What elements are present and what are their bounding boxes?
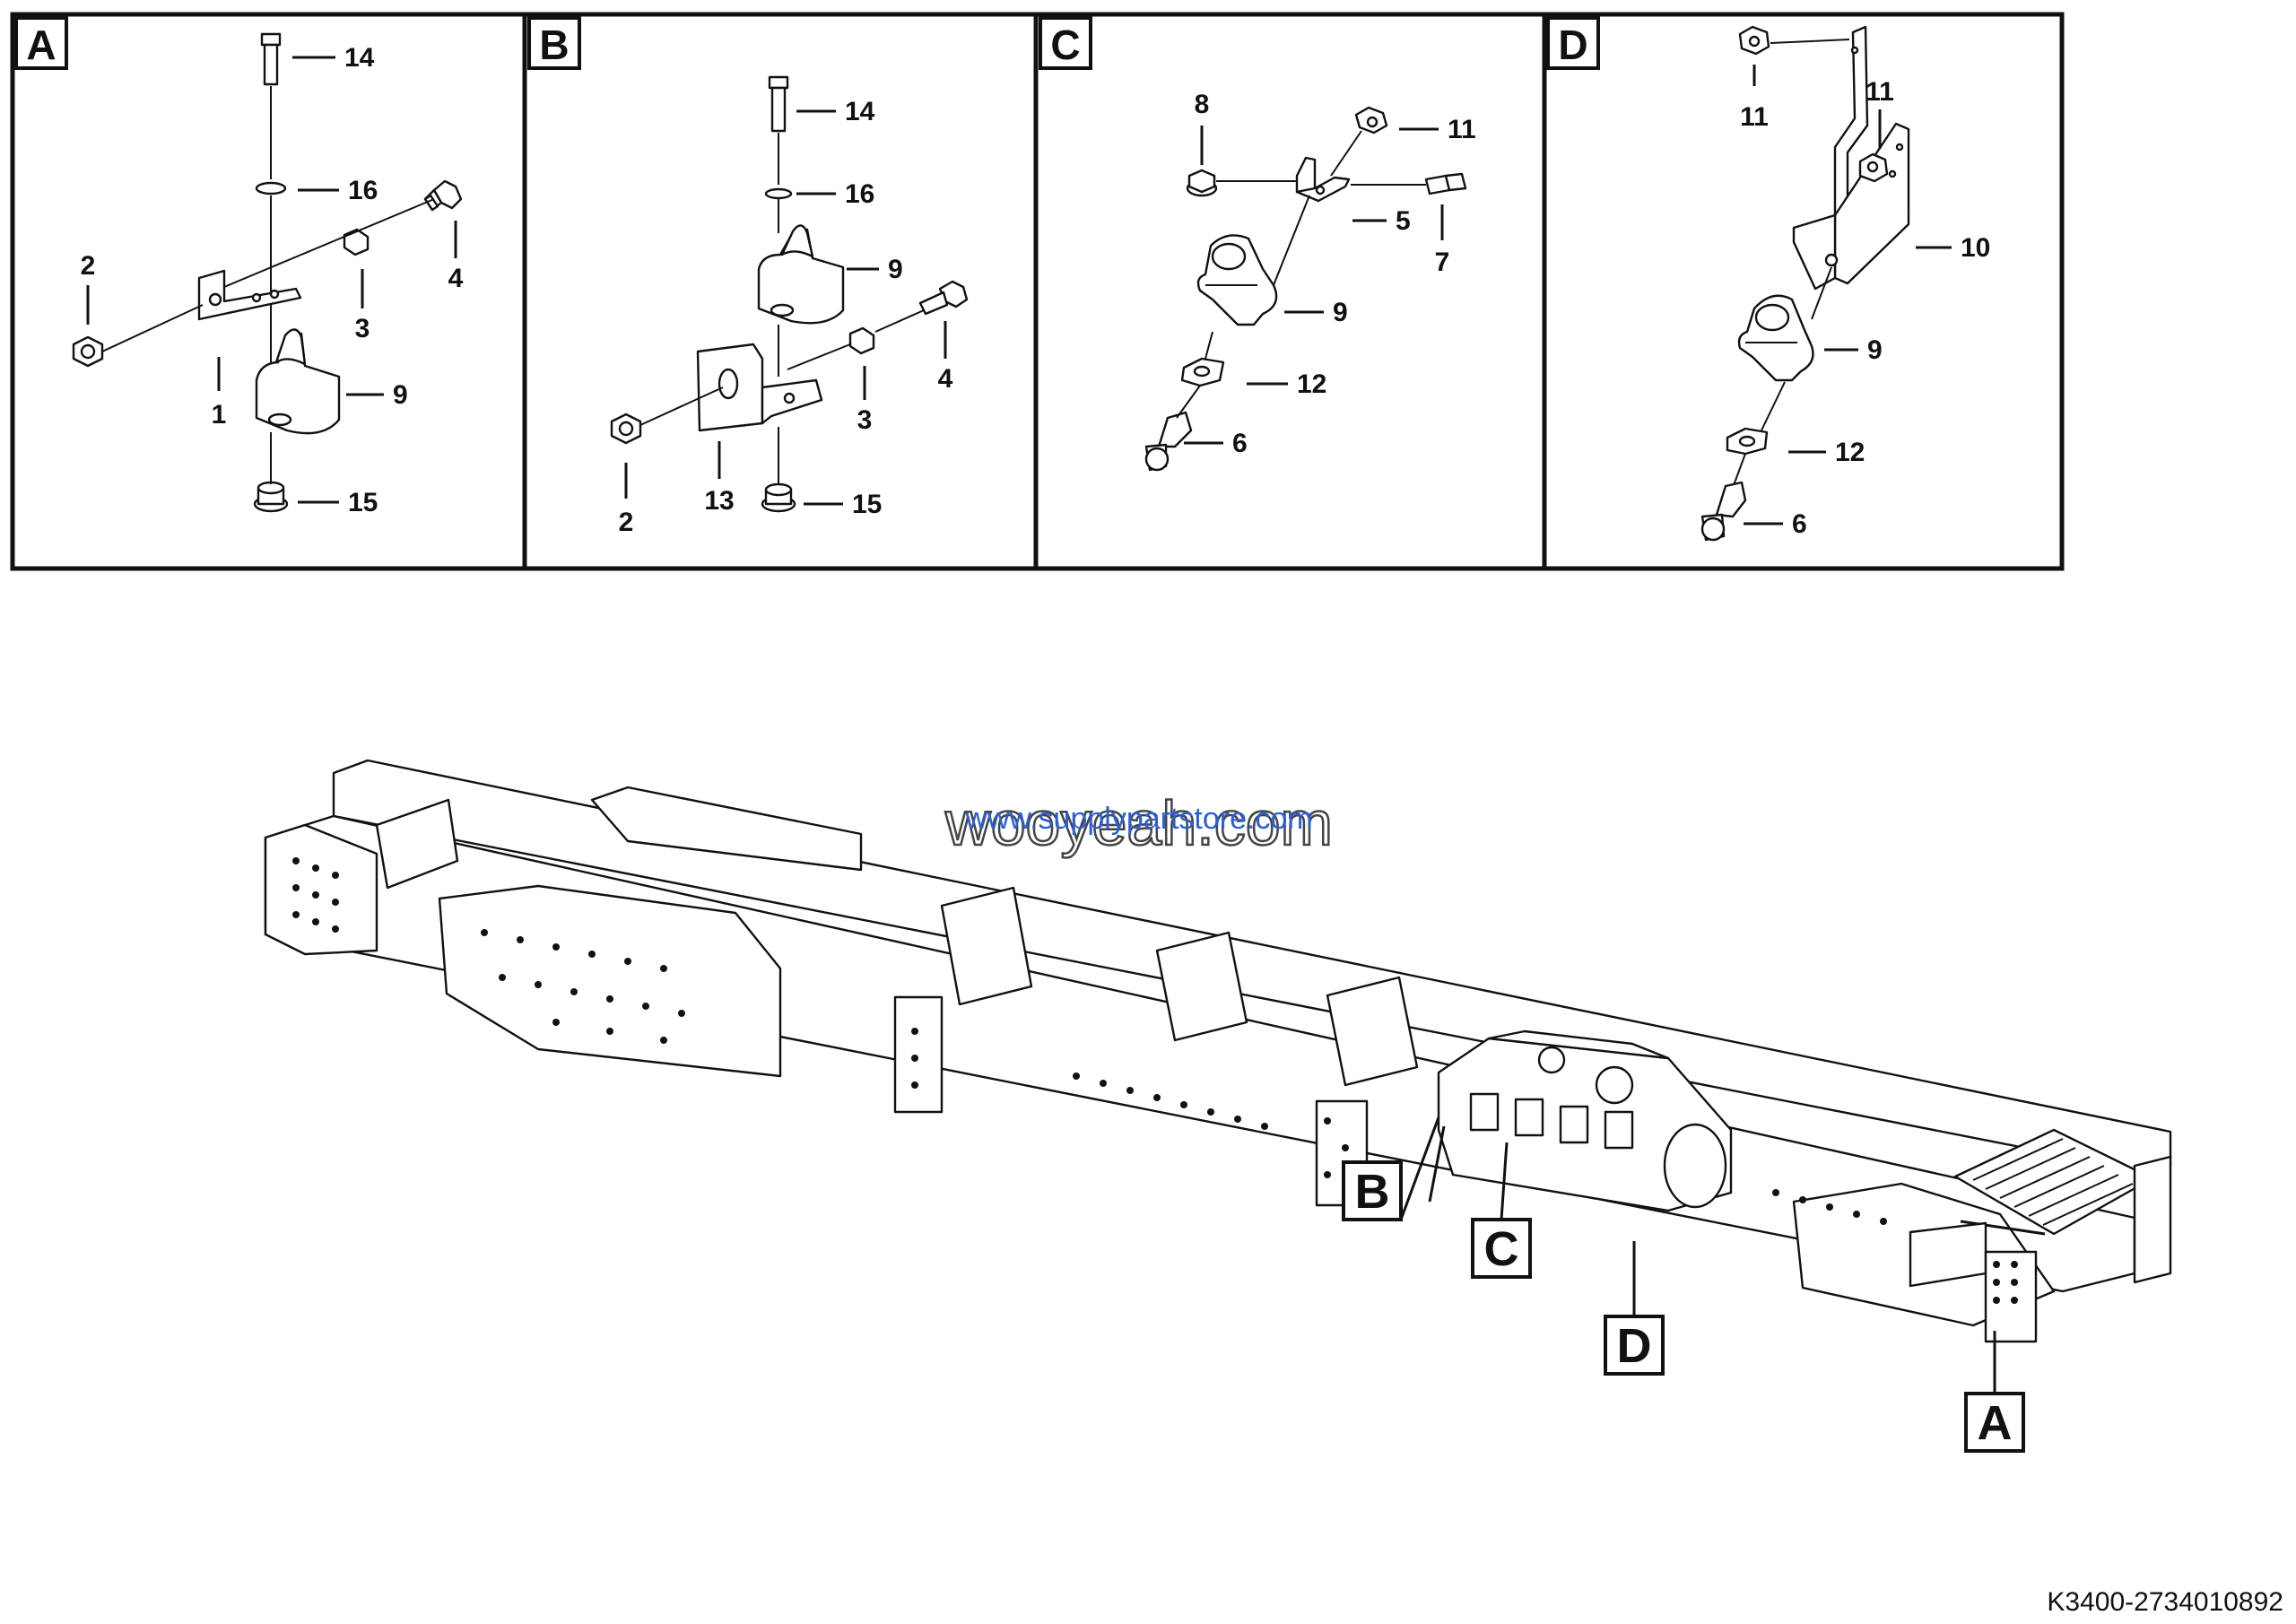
callout-d-6: 6 xyxy=(1792,509,1807,539)
callout-b-14: 14 xyxy=(845,97,875,126)
callout-b-16: 16 xyxy=(845,179,874,209)
callout-d-12: 12 xyxy=(1835,438,1865,467)
outrigger-side-plate xyxy=(438,884,782,1078)
washer-part-12 xyxy=(1180,357,1225,387)
bolt-part-14 xyxy=(768,75,789,185)
panel-c-letter: C xyxy=(1050,22,1080,68)
chassis-frame-assembly xyxy=(264,759,2172,1394)
watermark-secondary: www.supplypartstore.com xyxy=(964,802,1312,836)
bolt-part-4 xyxy=(423,179,463,212)
callout-a-16: 16 xyxy=(348,176,378,205)
callout-b-2: 2 xyxy=(619,508,634,537)
bolt-part-7 xyxy=(1424,172,1467,195)
callout-d-11-right: 11 xyxy=(1866,77,1894,107)
flange-nut-part-15 xyxy=(761,482,796,513)
callout-b-15: 15 xyxy=(852,490,882,519)
panel-a: A xyxy=(14,16,464,517)
bolt-part-6 xyxy=(1144,411,1193,472)
panel-b-letter: B xyxy=(539,22,569,68)
callout-a-4: 4 xyxy=(448,264,464,293)
washer-part-12 xyxy=(1726,427,1769,456)
bracket-part-5 xyxy=(1295,156,1351,203)
svg-text:D: D xyxy=(1617,1319,1652,1373)
callout-a-1: 1 xyxy=(212,400,227,430)
callout-b-3: 3 xyxy=(857,405,873,435)
nut-part-3 xyxy=(848,326,875,355)
location-label-a: A xyxy=(1964,1392,2025,1453)
cross-member-4 xyxy=(1326,976,1419,1087)
svg-text:B: B xyxy=(1355,1165,1390,1219)
mount-part-9 xyxy=(1196,234,1278,326)
panel-d: D xyxy=(1546,16,1990,542)
callout-c-11: 11 xyxy=(1448,115,1476,144)
location-label-b: B xyxy=(1342,1160,1403,1221)
callout-c-12: 12 xyxy=(1297,369,1326,399)
mount-part-9 xyxy=(757,224,845,325)
document-number: K3400-2734010892 xyxy=(2047,1587,2283,1617)
bracket-part-1 xyxy=(197,269,302,321)
nut-part-3 xyxy=(343,228,370,256)
callout-b-13: 13 xyxy=(704,486,734,516)
callout-d-9: 9 xyxy=(1867,335,1883,365)
svg-text:C: C xyxy=(1484,1222,1519,1276)
panel-d-letter: D xyxy=(1558,22,1587,68)
callout-a-3: 3 xyxy=(355,314,370,343)
panel-b: B xyxy=(527,16,969,537)
callout-a-9: 9 xyxy=(393,380,408,410)
callout-c-6: 6 xyxy=(1232,429,1248,458)
flange-nut-part-15 xyxy=(253,481,289,513)
callout-a-2: 2 xyxy=(81,251,96,281)
callout-b-9: 9 xyxy=(888,255,903,284)
location-label-c: C xyxy=(1471,1218,1532,1279)
cross-member-1 xyxy=(375,798,459,890)
washer-part-16 xyxy=(764,187,793,200)
washer-part-16 xyxy=(255,181,287,195)
callout-a-14: 14 xyxy=(344,43,375,73)
callout-c-5: 5 xyxy=(1396,206,1411,236)
callout-c-8: 8 xyxy=(1195,90,1210,119)
bolt-part-4 xyxy=(918,280,969,316)
mount-part-9 xyxy=(1737,294,1814,382)
frame-hole-pattern xyxy=(292,857,2018,1304)
watermark-primary: wooyeah.com xyxy=(944,788,1333,858)
callout-d-10: 10 xyxy=(1961,233,1990,263)
callout-a-15: 15 xyxy=(348,488,378,517)
callout-c-9: 9 xyxy=(1333,298,1348,327)
svg-text:A: A xyxy=(1978,1396,2013,1450)
bracket-part-10 xyxy=(1792,25,1910,291)
bracket-part-13 xyxy=(696,343,823,432)
cross-member-3 xyxy=(1155,931,1248,1042)
mount-part-9 xyxy=(255,328,341,435)
panel-a-letter: A xyxy=(26,22,56,68)
bolt-part-14 xyxy=(260,32,282,179)
front-end-plate xyxy=(264,823,378,956)
rear-end-plate xyxy=(2133,1155,2172,1284)
watermark: wooyeah.com www.supplypartstore.com xyxy=(944,787,1334,860)
engine-block xyxy=(1437,1029,1733,1212)
callout-b-4: 4 xyxy=(938,364,953,394)
bolt-part-6 xyxy=(1700,481,1747,542)
flange-nut-part-8 xyxy=(1186,169,1218,197)
location-label-d: D xyxy=(1604,1315,1665,1376)
detail-panels-frame xyxy=(10,12,2065,571)
cross-member-2 xyxy=(940,886,1033,1006)
vertical-mount-plate-1 xyxy=(893,995,944,1114)
panel-c: C xyxy=(1039,16,1476,472)
callout-d-11-left: 11 xyxy=(1740,102,1769,132)
callout-c-7: 7 xyxy=(1435,248,1450,277)
upper-support-bracket xyxy=(590,786,863,872)
